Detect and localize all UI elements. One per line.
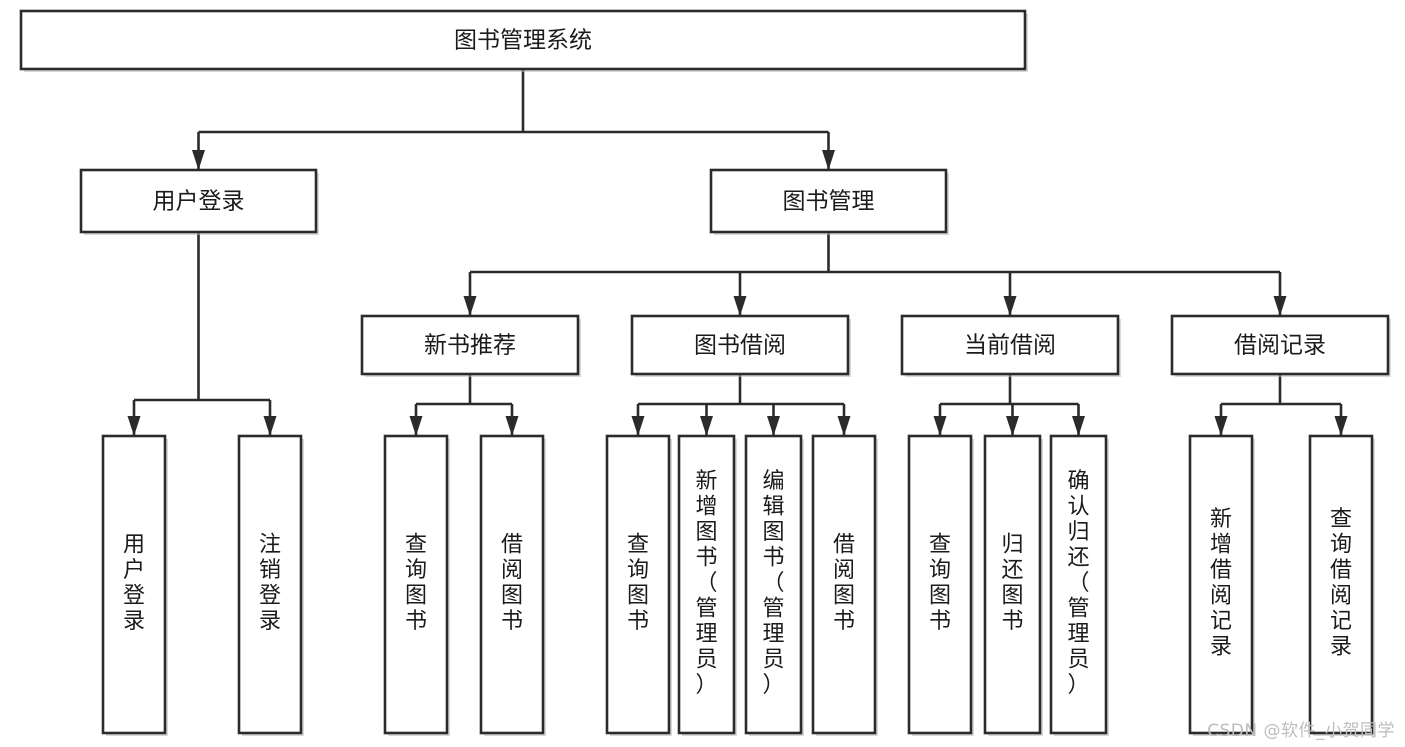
node-root[interactable]: 图书管理系统 <box>19 9 1028 72</box>
node-label: 借阅记录 <box>1234 333 1326 359</box>
node-leaf-borrow-book-1[interactable]: 借阅图书 <box>479 434 546 736</box>
node-box[interactable] <box>1170 314 1390 376</box>
node-label: 图书借阅 <box>694 333 786 359</box>
node-book-borrow[interactable]: 图书借阅 <box>630 314 851 377</box>
node-label: 图书管理系统 <box>454 28 592 54</box>
arrow-head-icon <box>263 416 277 436</box>
node-box[interactable] <box>744 434 803 735</box>
node-label: 查询借阅记录 <box>1330 507 1352 660</box>
node-label: 新增图书（管理员） <box>695 469 717 698</box>
node-label: 借阅图书 <box>833 533 855 635</box>
node-box[interactable] <box>630 314 850 376</box>
node-box[interactable] <box>1188 434 1254 735</box>
arrow-head-icon <box>822 150 835 170</box>
arrow-head-icon <box>1273 296 1287 316</box>
node-user-login[interactable]: 用户登录 <box>79 168 319 235</box>
arrow-head-icon <box>700 416 713 436</box>
node-label: 图书管理 <box>783 189 875 215</box>
node-label: 查询图书 <box>405 533 427 635</box>
node-leaf-query-book-1[interactable]: 查询图书 <box>383 434 450 736</box>
node-leaf-query-book-3[interactable]: 查询图书 <box>907 434 974 736</box>
node-label: 用户登录 <box>123 533 145 635</box>
connector-layer <box>127 69 1348 436</box>
node-box[interactable] <box>605 434 671 735</box>
node-box[interactable] <box>19 9 1027 71</box>
arrow-head-icon <box>127 416 141 436</box>
node-box[interactable] <box>479 434 545 735</box>
arrow-head-icon <box>1003 296 1017 316</box>
node-box[interactable] <box>101 434 167 735</box>
node-leaf-borrow-book-2[interactable]: 借阅图书 <box>811 434 878 736</box>
node-leaf-edit-book[interactable]: 编辑图书（管理员） <box>744 434 804 736</box>
node-leaf-add-record[interactable]: 新增借阅记录 <box>1188 434 1255 736</box>
node-box[interactable] <box>360 314 580 376</box>
node-label: 确认归还（管理员） <box>1067 469 1089 698</box>
node-box[interactable] <box>677 434 736 735</box>
arrow-head-icon <box>933 416 947 436</box>
node-box[interactable] <box>900 314 1120 376</box>
node-book-manage[interactable]: 图书管理 <box>709 168 949 235</box>
node-leaf-logout[interactable]: 注销登录 <box>237 434 304 736</box>
node-box[interactable] <box>983 434 1042 735</box>
node-leaf-query-record[interactable]: 查询借阅记录 <box>1308 434 1375 736</box>
node-borrow-record[interactable]: 借阅记录 <box>1170 314 1391 377</box>
arrow-head-icon <box>192 150 205 170</box>
node-box[interactable] <box>709 168 948 234</box>
node-label: 新增借阅记录 <box>1210 507 1232 660</box>
arrow-head-icon <box>733 296 747 316</box>
arrow-head-icon <box>409 416 423 436</box>
node-label: 用户登录 <box>153 189 245 215</box>
node-label: 归还图书 <box>1001 533 1023 635</box>
arrow-head-icon <box>837 416 851 436</box>
node-label: 编辑图书（管理员） <box>762 469 784 698</box>
node-label: 查询图书 <box>627 533 649 635</box>
node-label: 查询图书 <box>929 533 951 635</box>
node-label: 新书推荐 <box>424 333 516 359</box>
node-box[interactable] <box>1308 434 1374 735</box>
arrow-head-icon <box>463 296 477 316</box>
node-leaf-return-book[interactable]: 归还图书 <box>983 434 1043 736</box>
node-label: 当前借阅 <box>964 333 1056 359</box>
node-box[interactable] <box>237 434 303 735</box>
node-leaf-confirm-return[interactable]: 确认归还（管理员） <box>1049 434 1109 736</box>
node-new-book-rec[interactable]: 新书推荐 <box>360 314 581 377</box>
node-current-borrow[interactable]: 当前借阅 <box>900 314 1121 377</box>
arrow-head-icon <box>631 416 645 436</box>
arrow-head-icon <box>1072 416 1085 436</box>
arrow-head-icon <box>1006 416 1019 436</box>
node-layer: 图书管理系统用户登录图书管理新书推荐图书借阅当前借阅借阅记录用户登录注销登录查询… <box>19 9 1391 736</box>
arrow-head-icon <box>1214 416 1228 436</box>
arrow-head-icon <box>1334 416 1348 436</box>
node-box[interactable] <box>811 434 877 735</box>
node-leaf-user-login[interactable]: 用户登录 <box>101 434 168 736</box>
watermark-text: CSDN @软件_小贺同学 <box>1207 721 1395 741</box>
node-box[interactable] <box>79 168 318 234</box>
node-box[interactable] <box>383 434 449 735</box>
node-leaf-query-book-2[interactable]: 查询图书 <box>605 434 672 736</box>
node-label: 注销登录 <box>259 533 281 635</box>
node-label: 借阅图书 <box>501 533 523 635</box>
arrow-head-icon <box>505 416 519 436</box>
node-leaf-add-book[interactable]: 新增图书（管理员） <box>677 434 737 736</box>
arrow-head-icon <box>767 416 780 436</box>
node-box[interactable] <box>907 434 973 735</box>
node-box[interactable] <box>1049 434 1108 735</box>
